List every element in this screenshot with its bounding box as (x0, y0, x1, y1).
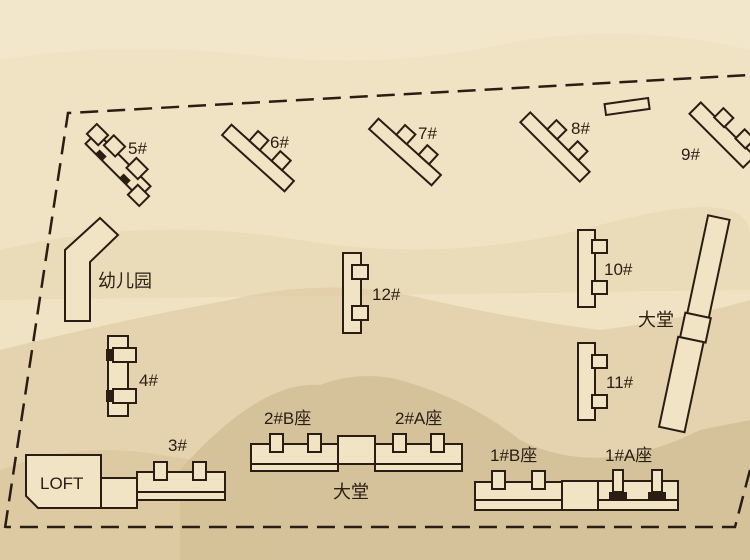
building-7-label: 7# (418, 124, 437, 143)
building-11[interactable]: 11# (577, 342, 634, 421)
building-2a[interactable]: 2#A座 (374, 409, 463, 472)
small-structure (603, 96, 651, 117)
building-10-label: 10# (604, 260, 633, 279)
south-lobby[interactable]: 大堂 (333, 435, 376, 503)
building-6[interactable]: 6# (220, 115, 302, 193)
building-1a-label: 1#A座 (605, 446, 652, 465)
east-lobby[interactable]: 大堂 (638, 214, 732, 434)
building-4[interactable]: 4# (106, 335, 158, 417)
building-4-label: 4# (139, 371, 158, 390)
building-12[interactable]: 12# (342, 252, 401, 334)
building-10[interactable]: 10# (577, 229, 633, 308)
building-8-label: 8# (571, 119, 590, 138)
loft-building[interactable]: LOFT (25, 454, 138, 509)
south-lobby-label: 大堂 (333, 482, 369, 503)
loft-label: LOFT (40, 474, 83, 493)
kindergarten-label: 幼儿园 (98, 271, 152, 292)
east-lobby-label: 大堂 (638, 310, 674, 331)
building-2b[interactable]: 2#B座 (250, 409, 339, 472)
building-1a[interactable]: 1#A座 (597, 446, 679, 511)
site-boundary (3, 73, 750, 529)
building-7[interactable]: 7# (367, 109, 449, 187)
building-3[interactable]: 3# (136, 436, 226, 501)
building-8[interactable]: 8# (518, 103, 598, 184)
building-2a-label: 2#A座 (395, 409, 442, 428)
building-9-label: 9# (681, 145, 700, 164)
building-2b-label: 2#B座 (264, 409, 311, 428)
building-3-label: 3# (168, 436, 187, 455)
kindergarten[interactable]: 幼儿园 (64, 216, 152, 322)
building-5[interactable]: 5# (77, 121, 162, 208)
building-1b[interactable]: 1#B座 (474, 446, 563, 511)
building-1b-label: 1#B座 (490, 446, 537, 465)
building-1-connector (561, 480, 599, 511)
building-12-label: 12# (372, 285, 401, 304)
building-6-label: 6# (270, 133, 289, 152)
building-5-label: 5# (128, 139, 147, 158)
building-11-label: 11# (606, 373, 634, 392)
